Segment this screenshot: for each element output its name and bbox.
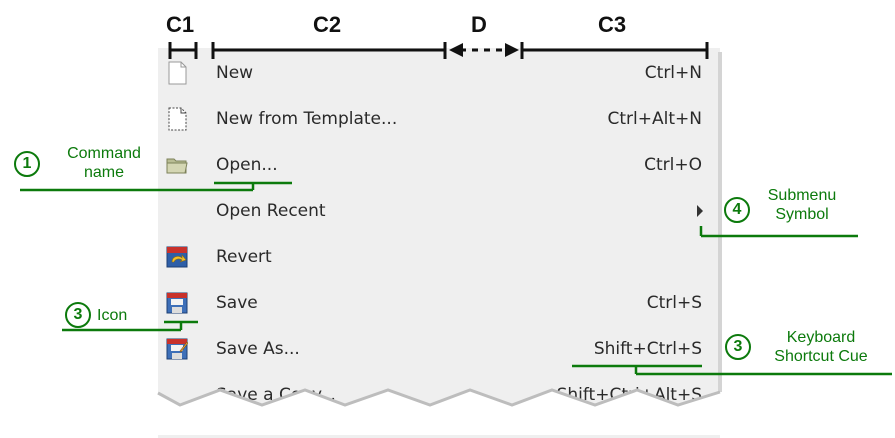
d-gap-marker bbox=[449, 43, 519, 57]
menu-item-save-as[interactable]: Save As... Shift+Ctrl+S bbox=[158, 327, 720, 371]
menu-item-new[interactable]: New Ctrl+N bbox=[158, 51, 720, 95]
revert-icon bbox=[166, 246, 188, 268]
annotation-line: name bbox=[83, 164, 125, 181]
icon-leader bbox=[62, 320, 198, 332]
column-label-c1: C1 bbox=[166, 12, 195, 37]
folder-icon bbox=[166, 158, 188, 174]
c3-dimension-marker bbox=[520, 42, 709, 59]
shortcut-label: Ctrl+Alt+N bbox=[607, 109, 702, 129]
torn-edge bbox=[158, 390, 720, 435]
menu-item-revert[interactable]: Revert bbox=[158, 235, 720, 279]
annotation-number-3-shortcut: 3 bbox=[725, 334, 751, 360]
c2-dimension-marker bbox=[211, 42, 447, 59]
shortcut-label: Ctrl+S bbox=[646, 293, 702, 313]
command-label: Open... bbox=[216, 155, 278, 175]
submenu-leader bbox=[699, 226, 858, 238]
menu-shadow bbox=[718, 52, 722, 392]
save-icon bbox=[166, 292, 188, 314]
menu-item-open[interactable]: Open... Ctrl+O bbox=[158, 143, 720, 187]
annotation-line: Keyboard bbox=[786, 329, 856, 346]
command-label: New bbox=[216, 63, 254, 83]
submenu-arrow-icon bbox=[697, 205, 703, 217]
command-label: Open Recent bbox=[216, 201, 326, 221]
menu-item-open-recent[interactable]: Open Recent bbox=[158, 189, 720, 233]
command-label: Revert bbox=[216, 247, 272, 267]
icon-annotation: Icon bbox=[97, 307, 128, 324]
shortcut-label: Ctrl+N bbox=[644, 63, 702, 83]
torn-edge-line bbox=[157, 388, 721, 407]
command-label: Save bbox=[216, 293, 258, 313]
column-label-c2: C2 bbox=[313, 12, 342, 37]
keyboard-shortcut-annotation: Keyboard Shortcut Cue bbox=[756, 328, 886, 366]
command-name-annotation: Command name bbox=[46, 144, 162, 182]
menu-item-new-from-template[interactable]: New from Template... Ctrl+Alt+N bbox=[158, 97, 720, 141]
shortcut-label: Shift+Ctrl+S bbox=[593, 339, 702, 359]
command-label: Save As... bbox=[216, 339, 300, 359]
column-label-d: D bbox=[471, 12, 487, 37]
save-as-icon bbox=[166, 338, 188, 360]
c1-dimension-marker bbox=[168, 42, 198, 59]
annotation-line: Shortcut Cue bbox=[774, 348, 868, 365]
menu-item-save[interactable]: Save Ctrl+S bbox=[158, 281, 720, 325]
column-label-c3: C3 bbox=[598, 12, 627, 37]
blank-document-icon bbox=[168, 61, 187, 85]
file-menu: New Ctrl+N New from Template... Ctrl+Alt… bbox=[158, 48, 720, 438]
shortcut-leader bbox=[572, 364, 892, 376]
shortcut-label: Ctrl+O bbox=[644, 155, 702, 175]
command-label: New from Template... bbox=[216, 109, 398, 129]
template-document-icon bbox=[168, 107, 187, 131]
submenu-annotation: Submenu Symbol bbox=[754, 186, 850, 224]
command-name-leader bbox=[20, 181, 292, 192]
annotation-number-4: 4 bbox=[724, 197, 750, 223]
annotation-line: Symbol bbox=[775, 206, 829, 223]
annotation-line: Submenu bbox=[767, 187, 837, 204]
annotation-line: Command bbox=[67, 145, 141, 162]
annotation-number-3-icon: 3 bbox=[65, 302, 91, 328]
annotation-number-1: 1 bbox=[14, 151, 40, 177]
